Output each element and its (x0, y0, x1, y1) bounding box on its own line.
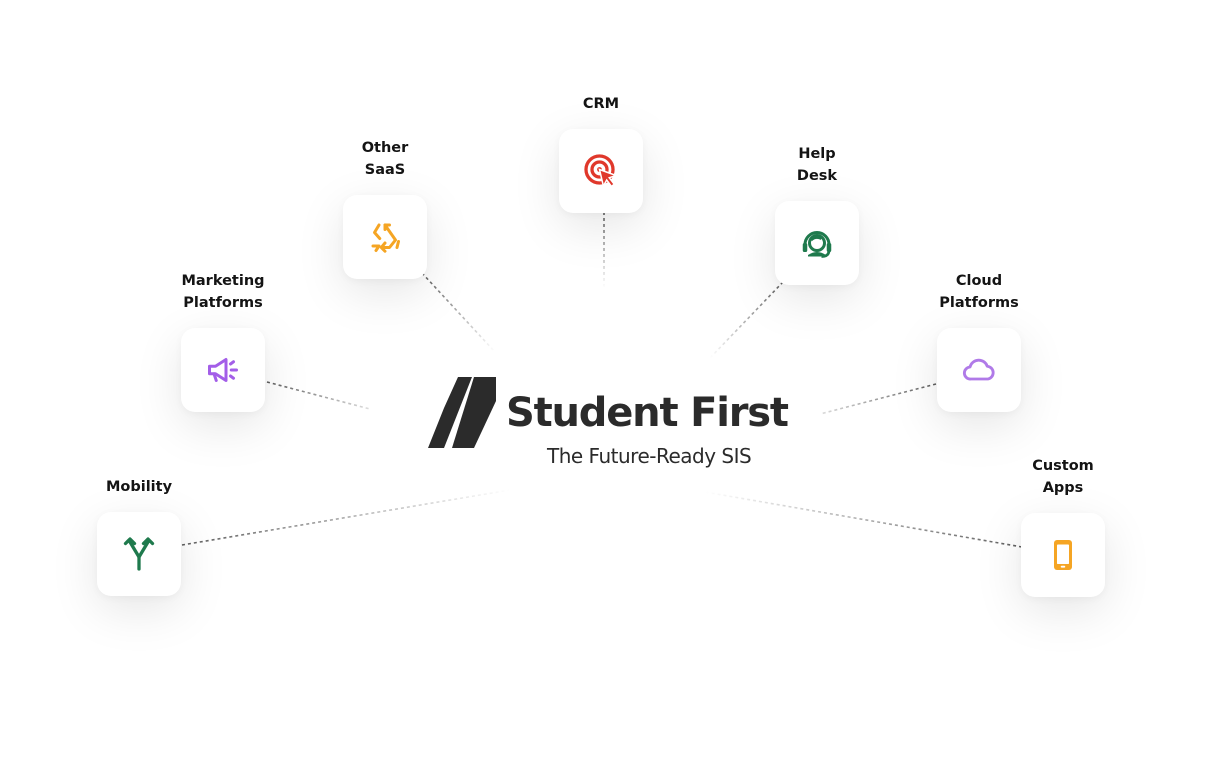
integration-custom-apps[interactable]: Custom Apps (993, 455, 1133, 597)
integration-crm[interactable]: CRM (531, 93, 671, 213)
headset-agent-icon (802, 231, 832, 258)
connector-mobility (181, 489, 511, 546)
integration-label: Custom Apps (1032, 458, 1094, 496)
integration-card[interactable] (343, 195, 427, 279)
recycle-arrows-icon (371, 223, 400, 253)
connector-help-desk (709, 281, 784, 359)
split-arrows-icon (123, 537, 155, 571)
connector-custom-apps (704, 491, 1023, 548)
integration-cloud-platforms[interactable]: Cloud Platforms (909, 270, 1049, 412)
logo-mark-icon (428, 377, 496, 448)
integration-marketing-platforms[interactable]: Marketing Platforms (153, 270, 293, 412)
cloud-icon (962, 358, 995, 381)
integration-card[interactable] (181, 328, 265, 412)
integration-label: Mobility (105, 479, 173, 495)
brand-name: Student First (506, 390, 789, 436)
integration-card[interactable] (1021, 513, 1105, 597)
integration-label: Other SaaS (361, 140, 409, 178)
integration-label: Help Desk (796, 146, 838, 184)
integration-label: Marketing Platforms (181, 273, 265, 311)
connector-other-saas (421, 272, 496, 353)
megaphone-icon (208, 358, 238, 382)
smartphone-icon (1054, 540, 1072, 570)
integration-other-saas[interactable]: Other SaaS (315, 137, 455, 279)
integration-card[interactable] (937, 328, 1021, 412)
connector-cloud (819, 383, 937, 415)
integration-label: CRM (582, 96, 620, 112)
integration-label: Cloud Platforms (939, 273, 1019, 311)
integration-mobility[interactable]: Mobility (69, 476, 209, 596)
integration-card[interactable] (97, 512, 181, 596)
target-cursor-icon (584, 154, 619, 189)
integration-card[interactable] (559, 129, 643, 213)
student-first-logo: Student First The Future-Ready SIS (426, 372, 789, 472)
brand-tagline: The Future-Ready SIS (547, 444, 752, 468)
integration-help-desk[interactable]: Help Desk (747, 143, 887, 285)
integration-card[interactable] (775, 201, 859, 285)
